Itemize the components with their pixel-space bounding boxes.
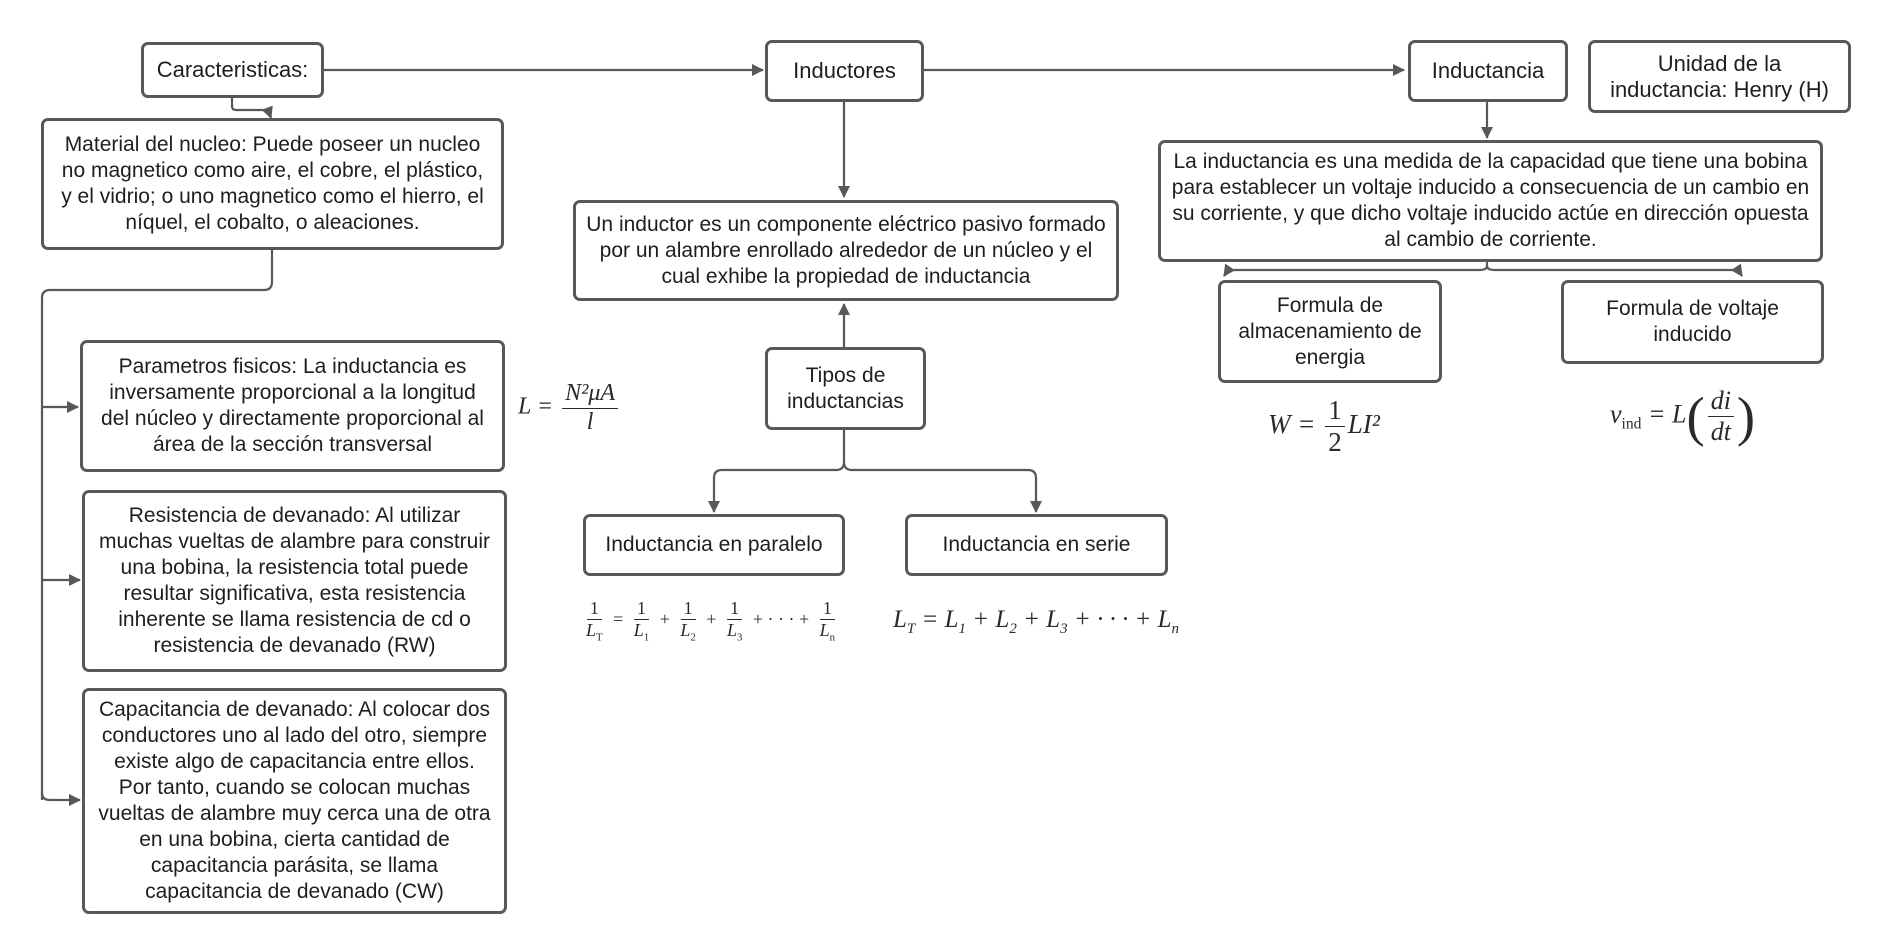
unidad-node: Unidad de la inductancia: Henry (H) bbox=[1588, 40, 1851, 113]
energy-formula: W = 1 2 LI² bbox=[1268, 395, 1380, 458]
voltage-formula-eq: = L bbox=[1647, 399, 1687, 429]
parallel-term-3-subscript: 3 bbox=[736, 631, 743, 644]
parallel-term-2-subscript: 2 bbox=[690, 631, 696, 644]
inductance-formula-numerator: N²μA bbox=[562, 380, 619, 409]
energy-formula-rhs: LI² bbox=[1347, 408, 1380, 439]
serie-node: Inductancia en serie bbox=[905, 514, 1168, 576]
right-paren-icon: ) bbox=[1736, 386, 1756, 447]
almacenamiento-node: Formula de almacenamiento de energia bbox=[1218, 280, 1442, 383]
voltage-formula: vind = L( di dt ) bbox=[1610, 385, 1755, 448]
voltage-formula-v: v bbox=[1610, 399, 1622, 429]
series-formula: LT = L1 + L2 + L3 + · · · + Ln bbox=[893, 606, 1179, 637]
energy-formula-numerator: 1 bbox=[1325, 395, 1345, 428]
inductor-definition-node: Un inductor es un componente eléctrico p… bbox=[573, 200, 1119, 301]
energy-formula-lhs: W = bbox=[1268, 408, 1316, 439]
parallel-last-subscript: n bbox=[829, 631, 836, 644]
inductores-node: Inductores bbox=[765, 40, 924, 102]
inductancia-node: Inductancia bbox=[1408, 40, 1568, 102]
parallel-eq: = bbox=[613, 608, 624, 629]
edge-definicion-voltaje bbox=[1485, 263, 1743, 277]
voltage-formula-denominator: dt bbox=[1710, 417, 1731, 446]
inductance-formula-lhs: L = bbox=[518, 393, 554, 420]
parallel-term-2-numerator: 1 bbox=[680, 598, 696, 620]
parallel-lhs-numerator: 1 bbox=[586, 598, 602, 620]
voltage-formula-numerator: di bbox=[1707, 386, 1734, 417]
parallel-term-1-subscript: 1 bbox=[643, 631, 650, 644]
material-node: Material del nucleo: Puede poseer un nuc… bbox=[41, 118, 504, 250]
edge-tipos-paralelo bbox=[708, 430, 846, 513]
edge-tipos-serie bbox=[842, 461, 1042, 513]
parallel-dots: + · · · + bbox=[752, 608, 810, 629]
inductancia-definition-node: La inductancia es una medida de la capac… bbox=[1158, 140, 1823, 262]
inductance-formula-denominator: l bbox=[586, 408, 594, 435]
energy-formula-denominator: 2 bbox=[1328, 427, 1342, 458]
edge-bus-capacitancia bbox=[40, 792, 81, 806]
resistencia-node: Resistencia de devanado: Al utilizar muc… bbox=[82, 490, 507, 672]
parallel-term-3-numerator: 1 bbox=[727, 598, 743, 620]
tipos-node: Tipos de inductancias bbox=[765, 347, 926, 430]
parallel-last-numerator: 1 bbox=[819, 598, 835, 620]
parametros-node: Parametros fisicos: La inductancia es in… bbox=[80, 340, 505, 472]
parallel-last-denominator: L bbox=[819, 619, 830, 640]
parallel-term-3-denominator: L bbox=[726, 619, 737, 640]
edge-caracteristicas-material bbox=[230, 98, 273, 119]
voltage-formula-subscript: ind bbox=[1621, 415, 1642, 433]
parallel-term-1-numerator: 1 bbox=[633, 598, 649, 620]
parallel-term-1-denominator: L bbox=[633, 619, 644, 640]
parallel-plus-2: + bbox=[706, 608, 717, 629]
caracteristicas-node: Caracteristicas: bbox=[141, 42, 324, 98]
capacitancia-node: Capacitancia de devanado: Al colocar dos… bbox=[82, 688, 507, 914]
parallel-plus-1: + bbox=[659, 608, 670, 629]
edge-definicion-almacenamiento bbox=[1223, 262, 1489, 277]
inductance-formula: L = N²μA l bbox=[518, 380, 621, 436]
parallel-lhs-subscript: T bbox=[596, 631, 603, 644]
voltaje-node: Formula de voltaje inducido bbox=[1561, 280, 1824, 364]
paralelo-node: Inductancia en paralelo bbox=[583, 514, 845, 576]
edge-material-bus bbox=[40, 250, 274, 800]
parallel-lhs-denominator: L bbox=[586, 619, 597, 640]
parallel-formula: 1 LT = 1 L1 + 1 L2 + 1 L3 + · · · + 1 Ln bbox=[580, 598, 841, 644]
left-paren-icon: ( bbox=[1686, 386, 1705, 447]
parallel-term-2-denominator: L bbox=[680, 619, 691, 640]
